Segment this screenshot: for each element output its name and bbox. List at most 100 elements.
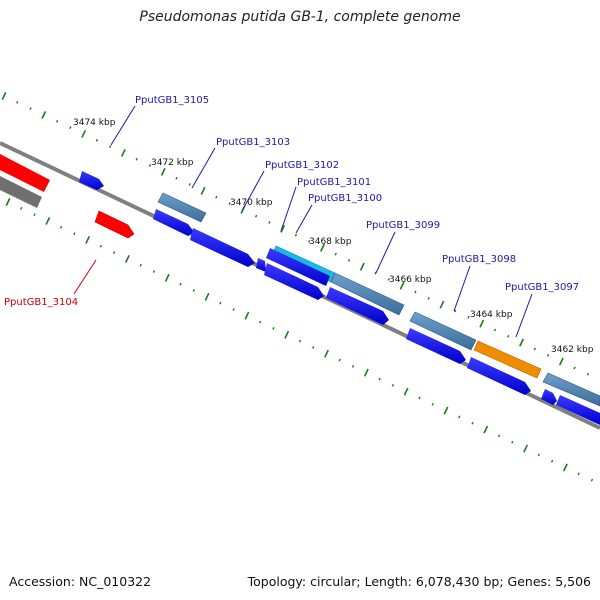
leader-3104 [73, 259, 97, 295]
gene-label-3099[interactable]: PputGB1_3099 [366, 220, 440, 231]
major-tick [403, 387, 409, 396]
tick-label-3468: 3468 kbp [309, 237, 352, 247]
gene-label-3100[interactable]: PputGB1_3100 [308, 193, 382, 204]
minor-tick [467, 315, 470, 319]
gene-3095[interactable] [556, 395, 600, 425]
minor-tick [493, 328, 497, 332]
gene-3096[interactable] [541, 389, 557, 405]
minor-tick [268, 221, 271, 224]
minor-tick [219, 301, 222, 305]
cds-3099[interactable] [330, 272, 405, 316]
minor-tick [550, 459, 554, 463]
minor-tick [577, 472, 580, 476]
major-tick [244, 311, 250, 320]
minor-tick [55, 119, 59, 123]
minor-tick [573, 366, 576, 370]
minor-tick [272, 327, 275, 330]
minor-tick [259, 320, 262, 324]
major-tick [1, 92, 7, 100]
gene-3102[interactable] [190, 228, 255, 267]
major-tick [41, 111, 47, 119]
minor-tick [139, 263, 142, 267]
minor-tick [20, 206, 23, 210]
minor-tick [533, 347, 536, 351]
minor-tick [418, 396, 421, 400]
minor-tick [471, 421, 474, 425]
major-tick [284, 330, 290, 339]
leader-3101 [280, 186, 297, 232]
tick-label-3472: 3472 kbp [151, 158, 194, 168]
gene-feature-left-red[interactable] [0, 154, 50, 192]
tick-label-3462: 3462 kbp [551, 345, 594, 355]
minor-tick [511, 440, 514, 444]
minor-tick [458, 415, 461, 419]
gene-3098-c[interactable] [406, 328, 466, 364]
outer-tick-track [1, 92, 590, 376]
major-tick [558, 357, 564, 366]
leader-3100 [295, 204, 313, 234]
cds-3098[interactable] [473, 340, 542, 379]
gene-label-3102[interactable]: PputGB1_3102 [265, 160, 339, 171]
minor-tick [148, 164, 152, 167]
minor-tick [308, 240, 311, 243]
major-tick [85, 235, 91, 244]
gene-label-3103[interactable]: PputGB1_3103 [216, 137, 290, 148]
leader-3099 [375, 231, 396, 274]
tick-label-3466: 3466 kbp [389, 275, 432, 285]
minor-tick [192, 289, 195, 292]
gene-3104[interactable] [94, 210, 135, 239]
minor-tick [16, 100, 19, 104]
gene-3103[interactable] [153, 209, 194, 236]
tick-label-3474: 3474 kbp [73, 118, 116, 128]
gene-label-3104[interactable]: PputGB1_3104 [4, 297, 78, 308]
minor-tick [215, 195, 218, 199]
major-tick [280, 224, 286, 233]
minor-tick [312, 346, 315, 349]
cds-3098-a[interactable] [409, 311, 477, 351]
minor-tick [33, 213, 36, 217]
gene-3100[interactable] [266, 248, 330, 286]
gene-3105[interactable] [79, 171, 104, 190]
gene-feature-left-gray[interactable] [0, 176, 42, 208]
minor-tick [586, 372, 590, 376]
minor-tick [427, 296, 430, 300]
major-tick [160, 167, 166, 176]
minor-tick [232, 308, 235, 311]
gene-3098-b[interactable] [326, 287, 389, 325]
major-tick [124, 254, 130, 263]
major-tick [200, 186, 206, 195]
minor-tick [29, 107, 32, 111]
gene-3097[interactable] [467, 357, 531, 395]
minor-tick [135, 157, 138, 161]
leader-3103 [191, 147, 216, 189]
minor-tick [294, 233, 298, 237]
leader-3098 [453, 265, 471, 312]
cds-3103[interactable] [157, 192, 207, 223]
minor-tick [113, 251, 116, 254]
gene-3099[interactable] [264, 263, 324, 300]
gene-3101[interactable] [256, 258, 266, 272]
major-tick [479, 319, 485, 328]
major-tick [164, 273, 170, 282]
topology-label: Topology: circular; Length: 6,078,430 bp… [247, 574, 591, 589]
minor-tick [351, 364, 355, 368]
minor-tick [497, 434, 501, 438]
major-tick [562, 463, 568, 472]
minor-tick [69, 126, 72, 130]
major-tick [359, 262, 365, 271]
minor-tick [59, 225, 63, 229]
minor-tick [175, 176, 178, 180]
minor-tick [298, 339, 302, 343]
gene-label-3097[interactable]: PputGB1_3097 [505, 282, 579, 293]
cds-3097[interactable] [542, 372, 600, 407]
inner-tick-track [5, 198, 594, 482]
gene-label-3098[interactable]: PputGB1_3098 [442, 254, 516, 265]
major-tick [5, 198, 11, 206]
minor-tick [590, 478, 594, 482]
accession-label: Accession: NC_010322 [9, 574, 152, 589]
gene-label-3105[interactable]: PputGB1_3105 [135, 95, 209, 106]
major-tick [523, 444, 529, 453]
minor-tick [179, 282, 182, 286]
gene-label-3101[interactable]: PputGB1_3101 [297, 177, 371, 188]
minor-tick [454, 309, 457, 313]
